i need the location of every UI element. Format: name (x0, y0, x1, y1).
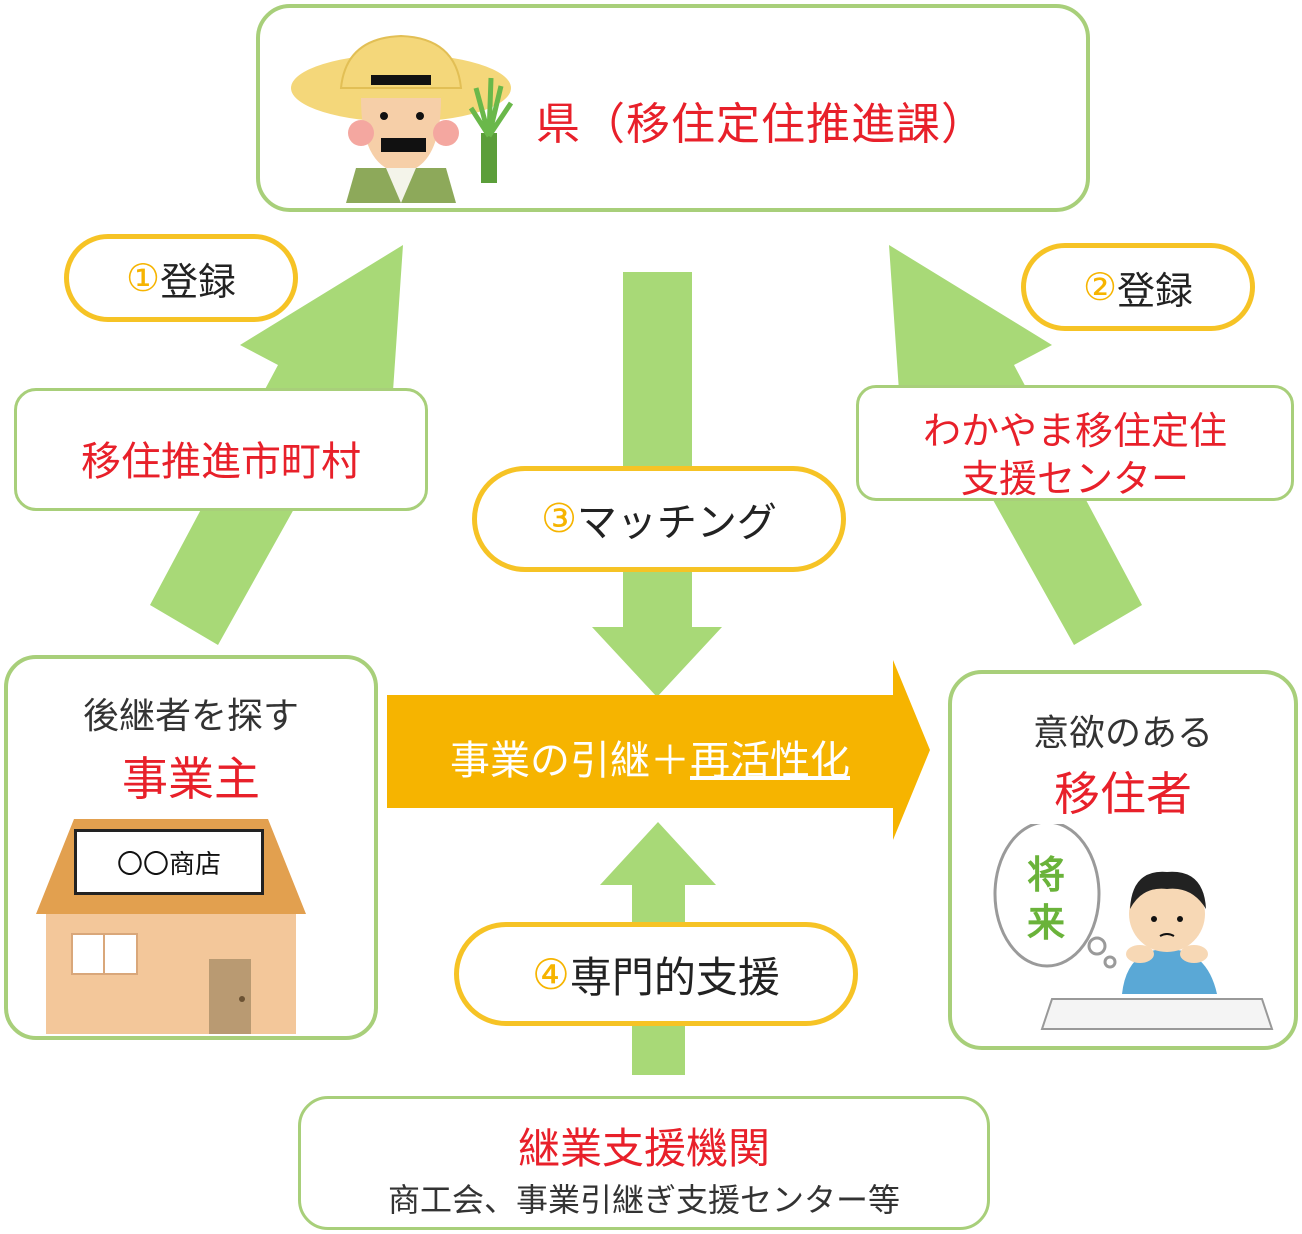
business-owner-caption: 後継者を探す (82, 696, 299, 737)
step-2-label: 登録 (1117, 268, 1194, 313)
migrant-caption: 意欲のある (1032, 713, 1213, 754)
step-1-badge: ① 登録 (64, 234, 298, 322)
step-1-label: 登録 (160, 259, 237, 304)
shop-sign: 〇〇商店 (74, 829, 264, 895)
arrow-main-flow (387, 660, 930, 840)
support-center-box: わかやま移住定住 支援センター (856, 385, 1294, 501)
agency-subtitle: 商工会、事業引継ぎ支援センター等 (387, 1181, 900, 1219)
step-4-number: ④ (532, 949, 570, 999)
main-flow-underlined: 再活性化 (690, 738, 850, 784)
shop-sign-text: 〇〇商店 (116, 849, 221, 880)
support-center-line1: わかやま移住定住 (922, 409, 1227, 453)
thought-char-1: 将 (1027, 853, 1066, 897)
step-1-number: ① (125, 256, 161, 300)
municipality-label: 移住推進市町村 (81, 439, 361, 485)
thinking-person-icon (993, 824, 1274, 1030)
step-2-number: ② (1082, 265, 1118, 309)
main-flow-text: 事業の引継＋ (450, 738, 690, 784)
step-3-number: ③ (541, 496, 577, 542)
business-owner-box: 後継者を探す 事業主 〇〇商店 (4, 655, 378, 1040)
step-2-badge: ② 登録 (1021, 243, 1255, 331)
support-center-line2: 支援センター (960, 457, 1189, 501)
step-4-label: 専門的支援 (569, 952, 780, 1002)
step-4-badge: ④ 専門的支援 (454, 922, 858, 1026)
step-3-badge: ③ マッチング (472, 466, 846, 572)
step-3-label: マッチング (576, 500, 777, 546)
migrant-box: 意欲のある 移住者 将 来 (948, 670, 1298, 1050)
prefecture-box: 県（移住定住推進課） (256, 4, 1090, 212)
prefecture-label: 県（移住定住推進課） (536, 99, 986, 150)
main-flow-label: 事業の引継＋再活性化 (405, 728, 895, 786)
thought-char-2: 来 (1027, 901, 1066, 945)
migrant-title: 移住者 (1054, 767, 1192, 821)
agency-title: 継業支援機関 (517, 1124, 770, 1173)
business-owner-title: 事業主 (122, 752, 260, 806)
agency-box: 継業支援機関 商工会、事業引継ぎ支援センター等 (298, 1096, 990, 1230)
farmer-icon (291, 34, 514, 203)
municipality-box: 移住推進市町村 (14, 388, 428, 511)
